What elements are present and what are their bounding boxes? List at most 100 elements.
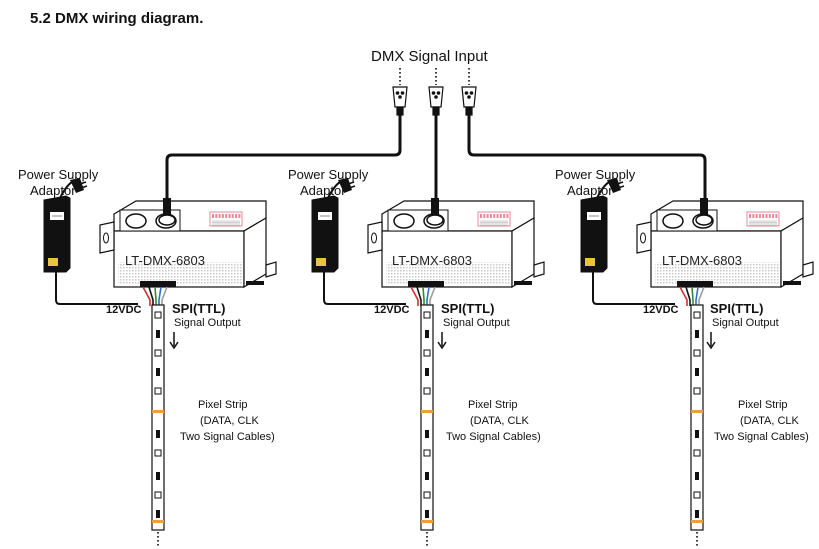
voltage-label: 12VDC [106,304,142,316]
ac-plug [607,178,621,193]
section-title: 5.2 DMX wiring diagram. [30,10,203,27]
pixel-led [154,311,162,319]
output-terminal [140,281,176,287]
pixel-led [423,449,431,457]
pixel-led [423,311,431,319]
pixel-strip-3 [690,304,704,548]
signal-type-label: SPI(TTL) [441,301,494,316]
pixel-strip-1 [151,304,165,548]
pixel-ic [695,472,699,480]
voltage-label: 12VDC [643,304,679,316]
dmx-plug [700,198,708,220]
xlr-connector-right [461,86,477,116]
pixel-led [423,349,431,357]
pixel-ic [156,430,160,438]
controller-label: LT-DMX-6803 [392,253,472,268]
strip-label-line1: Pixel Strip [198,399,248,411]
dmx-signal-dots [399,68,470,85]
controller-label: LT-DMX-6803 [662,253,742,268]
cut-mark [421,520,433,523]
unit-3-hardware [580,178,814,350]
controller-label: LT-DMX-6803 [125,253,205,268]
ac-cord [596,181,610,199]
pixel-ic [156,330,160,338]
output-wires [679,286,705,306]
unit-1-hardware [43,178,277,350]
pixel-ic [695,368,699,376]
power-supply-label: Power Supply [555,167,636,182]
unit-3: Power Supply Adaptor LT-DMX-6803 12VDC S… [555,167,809,443]
xlr-connector-left [392,86,408,116]
pixel-led [693,311,701,319]
ac-plug [338,178,352,193]
adaptor-label: Adaptor [567,183,613,198]
pixel-ic [695,510,699,518]
cut-mark [152,410,164,413]
signal-output-label: Signal Output [712,317,779,329]
strip-label-line1: Pixel Strip [468,399,518,411]
dmx-socket [393,213,415,229]
dmx-plug [163,198,171,220]
pixel-led [154,349,162,357]
pixel-ic [425,330,429,338]
pixel-led [154,387,162,395]
unit-2: Power Supply Adaptor LT-DMX-6803 12VDC S… [288,167,541,443]
signal-type-label: SPI(TTL) [172,301,225,316]
controller-box [636,198,814,289]
strip-label-line1: Pixel Strip [738,399,788,411]
signal-arrow [169,332,179,350]
dc-cable [55,272,138,305]
pixel-led [693,449,701,457]
cut-mark [691,410,703,413]
power-adaptor [580,178,675,305]
controller-box [367,198,545,289]
strip-label-line3: Two Signal Cables) [180,431,275,443]
strip-label-line2: (DATA, CLK [200,415,260,427]
dmx-socket [662,213,684,229]
pixel-led [693,491,701,499]
ac-plug [70,178,84,193]
output-terminal [408,281,444,287]
pixel-led [154,491,162,499]
pixel-ic [425,510,429,518]
dmx-cables [165,115,707,200]
ac-cord [327,181,341,199]
strip-label-line3: Two Signal Cables) [446,431,541,443]
adaptor-label: Adaptor [30,183,76,198]
pixel-ic [156,472,160,480]
pixel-led [423,491,431,499]
output-wires [410,286,436,306]
signal-arrow [706,332,716,350]
dmx-plug [431,198,439,220]
pixel-ic [425,472,429,480]
pixel-ic [425,430,429,438]
pixel-led [154,449,162,457]
strip-label-line3: Two Signal Cables) [714,431,809,443]
dmx-socket [125,213,147,229]
voltage-label: 12VDC [374,304,410,316]
dc-cable [323,272,406,305]
signal-output-label: Signal Output [443,317,510,329]
signal-output-label: Signal Output [174,317,241,329]
strip-label-line2: (DATA, CLK [470,415,530,427]
pixel-ic [695,430,699,438]
output-wires [142,286,168,306]
pixel-led [423,387,431,395]
unit-2-hardware [311,178,545,350]
cut-mark [152,520,164,523]
pixel-ic [156,510,160,518]
signal-arrow [437,332,447,350]
dmx-input-label: DMX Signal Input [371,48,489,65]
power-supply-label: Power Supply [18,167,99,182]
adaptor-label: Adaptor [300,183,346,198]
cut-mark [421,410,433,413]
pixel-led [693,387,701,395]
pixel-ic [156,368,160,376]
pixel-ic [425,368,429,376]
pixel-led [693,349,701,357]
pixel-strip-2 [420,304,434,548]
pixel-ic [695,330,699,338]
cut-mark [691,520,703,523]
xlr-connector-center [428,86,444,116]
